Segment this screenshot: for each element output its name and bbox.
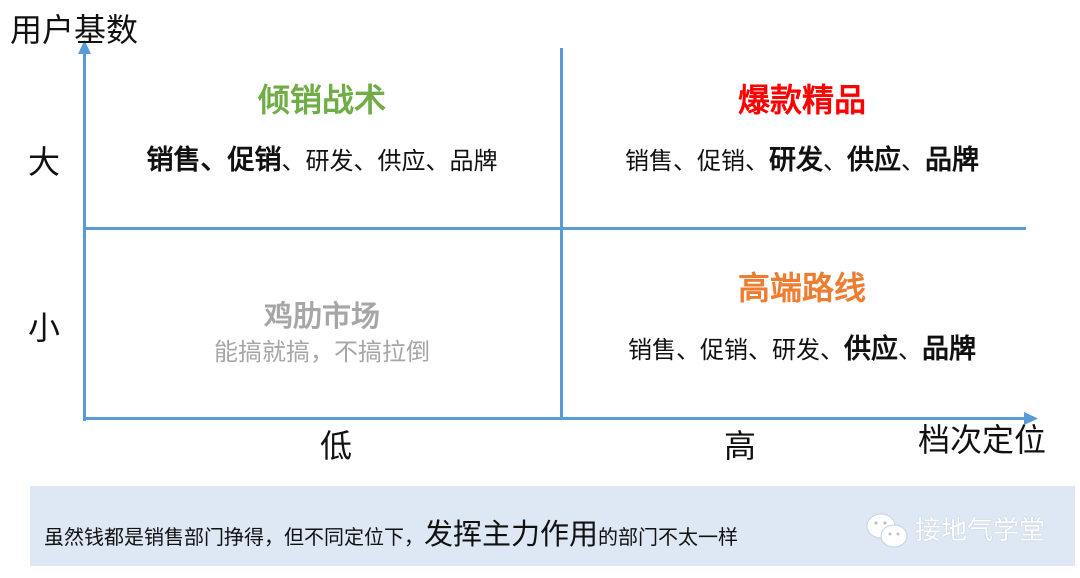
y-tick-large: 大: [28, 143, 61, 181]
summary-text: 虽然钱都是销售部门挣得，但不同定位下，发挥主力作用的部门不太一样: [44, 520, 738, 549]
dept-brand: 品牌: [925, 145, 979, 176]
watermark: 接地气学堂: [865, 512, 1045, 550]
quadrant-title-chicken-rib-market: 鸡肋市场: [263, 299, 380, 333]
dept-supply: 供应: [844, 334, 898, 365]
x-axis-title: 档次定位: [918, 421, 1047, 459]
y-axis-line: [83, 52, 86, 421]
dept-brand: 品牌: [922, 334, 976, 365]
vertical-divider: [560, 48, 563, 419]
x-axis-arrow-icon: [1024, 412, 1038, 425]
quadrant-depts-top-left: 销售、促销、研发、供应、品牌: [84, 147, 560, 174]
wechat-icon: [866, 513, 908, 548]
quadrant-depts-bottom-right: 销售、促销、研发、供应、品牌: [562, 336, 1042, 363]
quadrant-subtitle-bottom-left: 能搞就搞，不搞拉倒: [214, 338, 430, 366]
summary-text-emphasis: 发挥主力作用: [424, 517, 599, 551]
x-axis-line: [83, 417, 1025, 420]
dept-sales-promotion: 销售、促销、: [625, 147, 769, 175]
x-tick-low: 低: [320, 427, 353, 465]
dept-sales-promotion-rnd: 销售、促销、研发、: [628, 336, 844, 364]
dept-supply: 供应: [847, 145, 901, 176]
quadrant-title-high-end-route: 高端路线: [737, 269, 866, 307]
dept-sales: 销售: [146, 145, 201, 176]
summary-text-part2: 的部门不太一样: [598, 525, 739, 549]
quadrant-title-hit-products: 爆款精品: [737, 81, 866, 119]
y-tick-small: 小: [28, 309, 61, 347]
dept-separator: 、: [200, 145, 228, 176]
y-axis-arrow-icon: [78, 40, 91, 54]
x-tick-high: 高: [724, 427, 757, 465]
dept-promotion: 促销: [227, 145, 282, 176]
dept-separator: 、: [823, 147, 847, 175]
dept-separator: 、: [901, 147, 925, 175]
watermark-text: 接地气学堂: [915, 516, 1046, 546]
dept-rnd: 研发: [769, 145, 823, 176]
summary-banner: 虽然钱都是销售部门挣得，但不同定位下，发挥主力作用的部门不太一样 接地气学堂: [30, 486, 1075, 566]
horizontal-divider: [84, 227, 1026, 230]
y-axis-title: 用户基数: [10, 11, 139, 49]
quadrant-depts-top-right: 销售、促销、研发、供应、品牌: [562, 147, 1042, 174]
dept-separator: 、: [898, 336, 922, 364]
summary-text-part1: 虽然钱都是销售部门挣得，但不同定位下，: [44, 525, 424, 549]
quadrant-title-dumping-tactics: 倾销战术: [257, 81, 386, 119]
dept-others: 、研发、供应、品牌: [281, 147, 498, 175]
